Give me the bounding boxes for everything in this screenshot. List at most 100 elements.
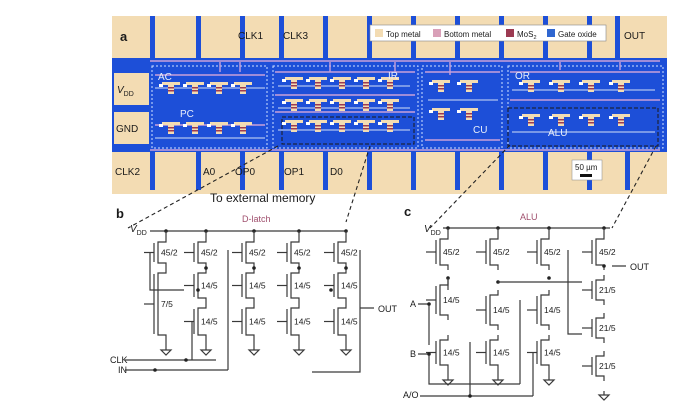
logic-cell: [519, 80, 540, 92]
ground-icon: [199, 346, 213, 356]
pmos-transistor: 45/2: [232, 237, 266, 268]
transistor-size-label: 14/5: [249, 281, 266, 291]
alu-output-out: OUT: [630, 262, 650, 272]
bottom-pad-gap: [323, 150, 328, 190]
external-memory-label: To external memory: [210, 191, 315, 205]
dlatch-title: D-latch: [242, 214, 271, 224]
nmos-transistor: 14/5: [184, 268, 218, 303]
pad-label-d0: D0: [330, 167, 343, 178]
alu-title: ALU: [520, 212, 538, 222]
dlatch-input-in: IN: [118, 365, 127, 375]
pmos-transistor: 45/2: [324, 237, 358, 268]
logic-cell: [282, 99, 303, 111]
legend-swatch-top-metal: [375, 29, 383, 37]
logic-cell: [354, 77, 375, 89]
logic-cell: [457, 108, 478, 120]
pad-vdd: [114, 73, 149, 105]
transistor-size-label: 14/5: [341, 317, 358, 327]
logic-cell: [549, 114, 570, 126]
top-pad-gap: [615, 16, 620, 60]
bottom-pad-gap: [150, 150, 155, 190]
top-pad-gap: [240, 16, 245, 60]
logic-cell: [282, 77, 303, 89]
legend-label-bottom-metal: Bottom metal: [444, 30, 491, 39]
transistor-size-label: 14/5: [544, 305, 561, 315]
logic-cell: [519, 114, 540, 126]
logic-cell: [429, 80, 450, 92]
junction-dot: [602, 264, 606, 268]
transistor-size-label: 21/5: [599, 323, 616, 333]
block-label-or: OR: [515, 71, 530, 82]
pad-label-a0: A0: [203, 167, 216, 178]
logic-cell: [378, 77, 399, 89]
nmos-transistor: 14/5: [527, 290, 561, 330]
ground-icon: [542, 376, 556, 386]
transistor-size-label: 14/5: [493, 348, 510, 358]
scale-bar-label: 50 µm: [575, 163, 598, 172]
transistor-size-label: 14/5: [443, 295, 460, 305]
ground-icon: [247, 346, 261, 356]
logic-cell: [378, 99, 399, 111]
nmos-transistor: 14/5: [476, 335, 510, 370]
dlatch-output-out: OUT: [378, 304, 398, 314]
logic-cell: [231, 122, 252, 134]
ground-icon: [292, 346, 306, 356]
logic-cell: [231, 82, 252, 94]
panel-a-label: a: [120, 29, 128, 44]
dlatch-highlight: [281, 116, 415, 145]
bottom-pad-gap: [196, 150, 201, 190]
ground-icon: [491, 376, 505, 386]
block-label-pc: PC: [180, 109, 194, 120]
pad-label-op1: OP1: [284, 167, 304, 178]
logic-cell: [429, 108, 450, 120]
transistor-size-label: 45/2: [161, 248, 178, 258]
logic-cell: [306, 77, 327, 89]
transistor-size-label: 21/5: [599, 361, 616, 371]
junction-dot: [344, 266, 348, 270]
transistor-size-label: 14/5: [493, 305, 510, 315]
pmos-transistor: 45/2: [527, 234, 561, 270]
transistor-size-label: 45/2: [341, 248, 358, 258]
block-label-ac: AC: [158, 72, 172, 83]
bottom-pad-gap: [367, 150, 372, 190]
nmos-transistor: 14/5: [527, 335, 561, 370]
transistor-size-label: 45/2: [544, 247, 561, 257]
zoom-line-alu-right: [611, 145, 657, 229]
pad-label-clk3: CLK3: [283, 31, 308, 42]
transistor-size-label: 45/2: [294, 248, 311, 258]
junction-dot: [184, 358, 188, 362]
pad-label-clk1: CLK1: [238, 31, 263, 42]
junction-dot: [329, 288, 333, 292]
logic-cell: [609, 114, 630, 126]
transistor-size-label: 14/5: [294, 281, 311, 291]
pad-label-clk2: CLK2: [115, 167, 140, 178]
logic-cell: [378, 120, 399, 132]
logic-cell: [207, 82, 228, 94]
top-pad-gap: [323, 16, 328, 60]
nmos-transistor: 21/5: [582, 313, 616, 343]
nmos-transistor: 14/5: [426, 335, 460, 370]
transistor-size-label: 45/2: [599, 247, 616, 257]
pad-label-vdd: VDD: [117, 85, 134, 98]
transistor-size-label: 45/2: [493, 247, 510, 257]
transistor-size-label: 7/5: [161, 299, 173, 309]
junction-dot: [196, 288, 200, 292]
transistor-size-label: 14/5: [201, 281, 218, 291]
junction-dot: [468, 394, 472, 398]
logic-cell: [579, 114, 600, 126]
nmos-transistor: 21/5: [582, 351, 616, 381]
logic-cell: [330, 120, 351, 132]
logic-cell: [306, 99, 327, 111]
junction-dot: [204, 266, 208, 270]
junction-dot: [427, 302, 431, 306]
logic-cell: [183, 122, 204, 134]
bottom-pad-gap: [499, 150, 504, 190]
panel-b-label: b: [116, 206, 124, 221]
alu-vdd-label: VDD: [424, 224, 441, 237]
junction-dot: [427, 352, 431, 356]
scale-bar: 50 µm: [571, 159, 603, 181]
top-pad-gap: [150, 16, 155, 60]
legend-label-top-metal: Top metal: [386, 30, 421, 39]
